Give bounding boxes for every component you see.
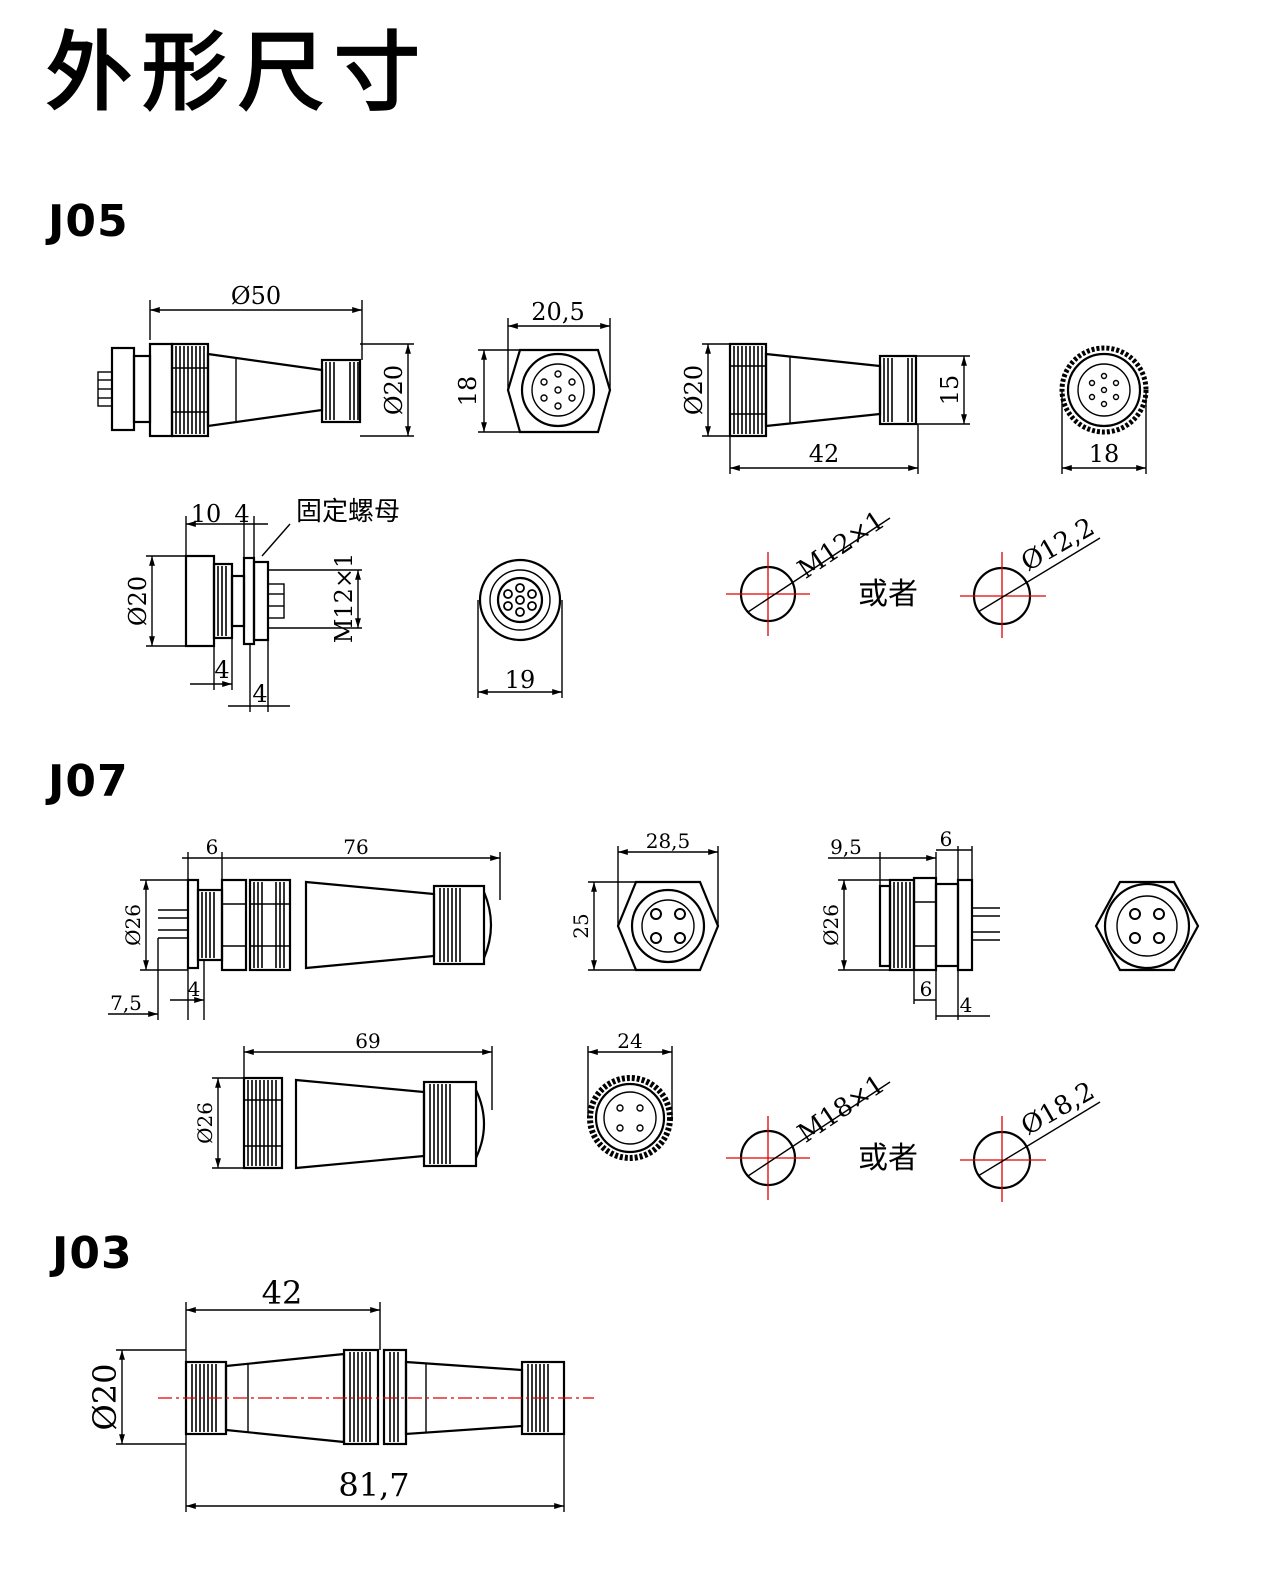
j07-panel-dim-dia: Ø26 — [819, 904, 843, 946]
j07-dim-dia: Ø26 — [121, 904, 145, 946]
j07-plug-dim-dia: Ø26 — [193, 1102, 217, 1144]
j07-panel-dim-a: 9,5 — [830, 835, 862, 859]
j07-dim-a: 6 — [206, 835, 219, 859]
j05-plug-dim-end: 15 — [936, 375, 964, 406]
j03-dim-dia: Ø20 — [86, 1364, 124, 1431]
j05-panel-mount-view — [184, 554, 285, 648]
j07-side-view-assembly — [158, 878, 493, 972]
j07-end-view-knurled — [587, 1075, 673, 1161]
j07-mounting-hole-plain — [960, 1101, 1101, 1202]
section-label-j07: J07 — [48, 756, 129, 807]
j07-hole-dia-label: Ø18,2 — [1016, 1076, 1100, 1142]
j05-mounting-hole-plain — [960, 537, 1101, 638]
j07-hole-or: 或者 — [858, 1141, 918, 1176]
j07-dim-b: 76 — [343, 835, 368, 859]
j05-panel-dim-c: 4 — [214, 656, 229, 684]
j05-socket-dim: 19 — [505, 666, 536, 694]
j07-plug-dim-length: 69 — [355, 1029, 380, 1053]
j05-mounting-hole-threaded — [726, 517, 891, 636]
j07-panel-dim-d: 4 — [960, 993, 973, 1017]
j07-hole-thread-label: M18×1 — [792, 1070, 890, 1150]
j07-dim-hex: 28,5 — [646, 829, 691, 853]
j03-side-view-assembly — [158, 1348, 594, 1446]
j05-panel-dim-b: 4 — [234, 500, 249, 528]
j05-front-hex-view — [506, 348, 612, 434]
j05-plug-dim-length: 42 — [809, 440, 840, 468]
section-label-j03: J03 — [52, 1228, 133, 1279]
j07-panel-dim-c: 6 — [920, 977, 933, 1001]
j05-panel-dim-dia: Ø20 — [124, 576, 152, 626]
j05-dim-front-height: 18 — [454, 376, 482, 407]
j07-end-dim: 24 — [617, 1029, 642, 1053]
j05-hole-or: 或者 — [858, 577, 918, 612]
j05-end-view-knurled — [1059, 345, 1149, 435]
page-title: 外形尺寸 — [46, 23, 430, 123]
j07-dim-c: 7,5 — [110, 991, 142, 1015]
section-label-j05: J05 — [48, 196, 129, 247]
j05-dim-front-hex: 20,5 — [531, 298, 584, 326]
j07-dim-d: 4 — [188, 977, 201, 1001]
j07-panel-mount-view — [878, 876, 1000, 972]
j07-mounting-hole-threaded — [726, 1081, 891, 1200]
j03-dim-total-length: 81,7 — [338, 1466, 409, 1504]
j05-socket-front-view — [478, 558, 562, 642]
j07-front-hex-view — [616, 880, 720, 972]
j05-panel-dim-a: 10 — [191, 500, 222, 528]
j05-nut-label: 固定螺母 — [296, 497, 400, 527]
j03-dim-half-length: 42 — [262, 1274, 303, 1312]
j07-dim-hex-h: 25 — [569, 913, 593, 938]
j05-panel-dim-d: 4 — [252, 680, 267, 708]
j05-side-view-assembly — [97, 342, 362, 438]
j07-panel-dim-b: 6 — [940, 827, 953, 851]
j05-panel-dim-thread: M12×1 — [330, 553, 358, 644]
j05-hole-thread-label: M12×1 — [792, 506, 890, 586]
j05-end-dim: 18 — [1089, 440, 1120, 468]
j05-dim-overall-dia: Ø20 — [380, 365, 408, 415]
j07-back-hex-view — [1094, 880, 1200, 972]
j05-plug-dim-dia: Ø20 — [680, 365, 708, 415]
j05-plug-side-view — [728, 342, 918, 438]
j05-dim-overall-length: Ø50 — [231, 282, 281, 310]
j05-hole-dia-label: Ø12,2 — [1016, 512, 1100, 578]
j07-plug-side-view — [242, 1076, 486, 1170]
